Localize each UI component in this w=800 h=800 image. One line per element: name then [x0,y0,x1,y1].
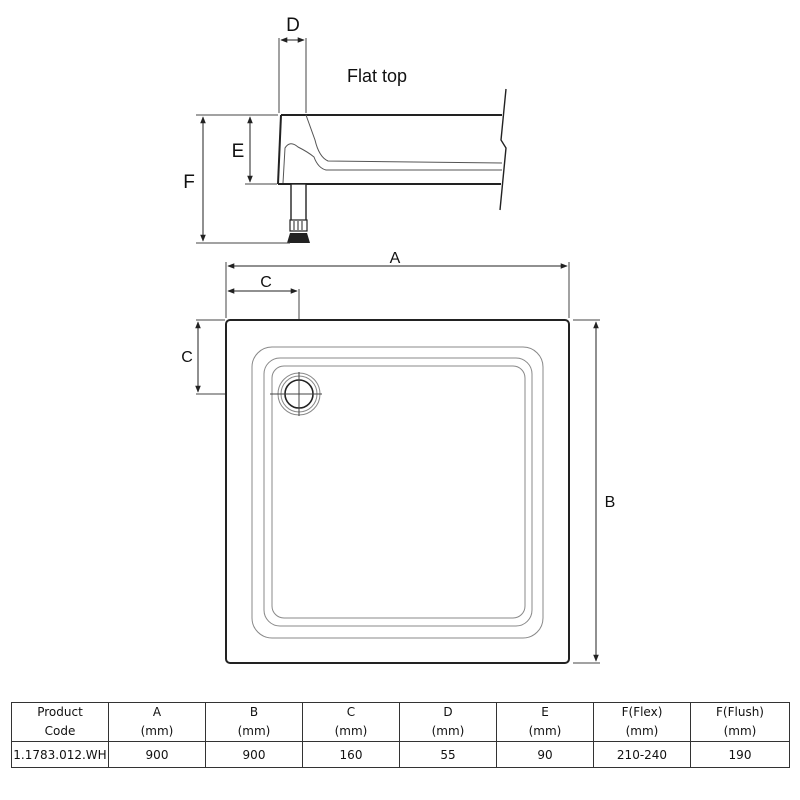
cell-d: 55 [399,741,497,768]
shower-tray-technical-drawing: D Flat top E F [181,15,616,664]
label-f: F [183,172,195,193]
label-e: E [232,141,245,162]
side-view: D Flat top E F [183,15,507,244]
label-d: D [286,15,300,36]
cell-f-flush: 190 [690,741,790,768]
label-c-vertical: C [181,349,193,366]
dimension-e: E [232,114,278,185]
label-b: B [605,494,616,511]
label-a: A [390,250,401,267]
dimension-b: B [573,319,616,664]
waste-outlet [270,372,322,416]
flat-top-title: Flat top [347,66,407,86]
cell-product-code: 1.1783.012.WH [11,741,109,768]
header-f-flush: F(Flush)(mm) [690,702,790,742]
label-c-horizontal: C [260,274,272,291]
header-d: D(mm) [399,702,497,742]
dimension-a: A [225,250,570,318]
cell-e: 90 [496,741,594,768]
header-b: B(mm) [205,702,303,742]
cell-f-flex: 210-240 [593,741,691,768]
cell-b: 900 [205,741,303,768]
header-a: A(mm) [108,702,206,742]
cell-c: 160 [302,741,400,768]
cell-a: 900 [108,741,206,768]
header-f-flex: F(Flex)(mm) [593,702,691,742]
tray-outline [225,319,570,664]
header-e: E(mm) [496,702,594,742]
table-row: 1.1783.012.WH 900 900 160 55 90 210-240 … [11,741,790,768]
dimension-f: F [183,114,290,244]
plan-view: A C C B [181,250,616,664]
header-c: C(mm) [302,702,400,742]
adjustable-foot [290,183,307,223]
dimension-d: D [278,15,307,113]
